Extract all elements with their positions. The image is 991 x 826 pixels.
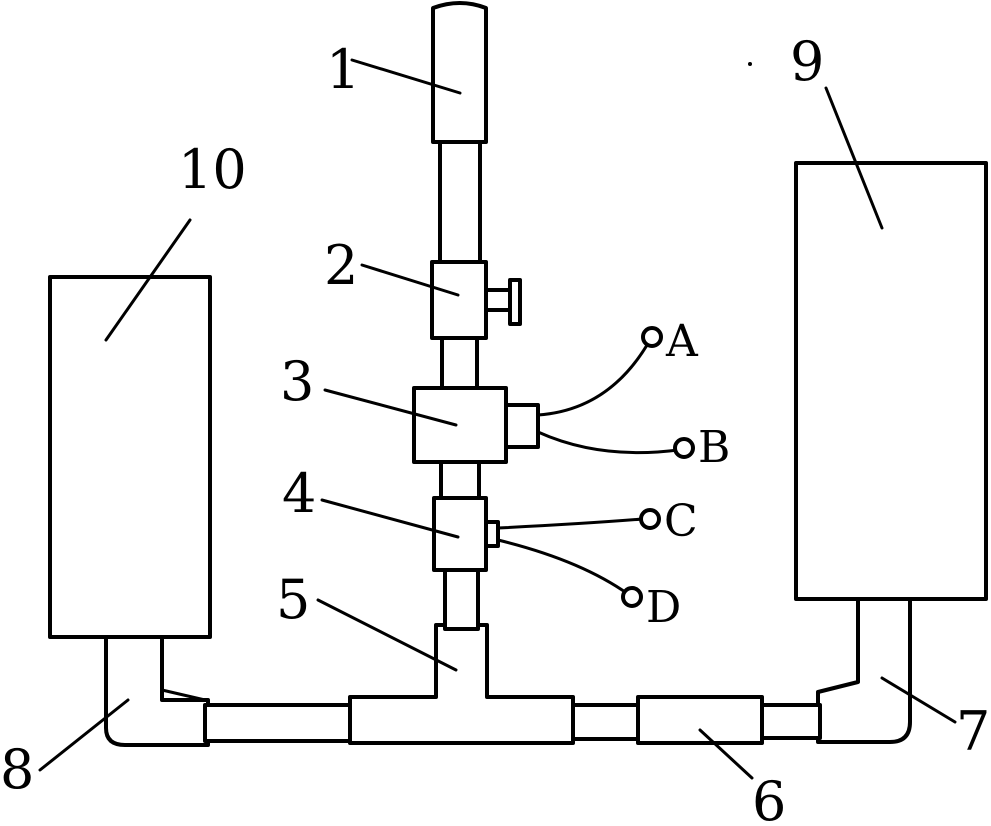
- terminal-c-dot: [639, 508, 661, 530]
- label-8: 8: [0, 738, 34, 801]
- wire-d: [496, 538, 630, 596]
- terminal-b-label: B: [698, 422, 730, 473]
- leader-6: [698, 728, 754, 780]
- label-7: 7: [956, 700, 990, 763]
- elbow-8: [104, 635, 210, 747]
- valve-stem: [484, 288, 512, 312]
- wire-b: [536, 430, 680, 455]
- valve-2: [430, 260, 488, 340]
- wire-a: [536, 338, 652, 417]
- leader-2: [360, 263, 460, 297]
- pipe-vertical-4: [439, 458, 481, 502]
- tank-10: [48, 275, 212, 639]
- leader-8: [38, 698, 130, 772]
- pipe-vertical-5: [443, 567, 480, 631]
- tank-9: [794, 161, 988, 601]
- pipe-vertical-3: [440, 336, 479, 392]
- terminal-b-dot: [673, 437, 695, 459]
- label-4: 4: [282, 462, 316, 525]
- pipe-bottom-left: [203, 703, 355, 743]
- tee-joint-5: [348, 623, 575, 745]
- sensor-4-connector: [484, 520, 500, 548]
- label-9: 9: [790, 30, 824, 93]
- leader-5: [316, 598, 458, 672]
- sensor-3-connector: [504, 403, 540, 449]
- leader-10: [104, 218, 192, 342]
- stray-dot: [748, 62, 752, 66]
- coupling-6: [636, 695, 764, 745]
- terminal-c-label: C: [664, 496, 698, 547]
- terminal-a-label: A: [665, 316, 699, 367]
- sensor-3: [412, 386, 508, 464]
- label-3: 3: [280, 350, 314, 413]
- leader-1: [350, 58, 462, 95]
- terminal-d-dot: [621, 586, 643, 608]
- pipe-bottom-mid: [568, 703, 642, 741]
- terminal-a-dot: [641, 326, 663, 348]
- label-5: 5: [276, 568, 310, 631]
- elbow-7: [816, 597, 912, 744]
- pipe-bottom-right: [758, 703, 822, 740]
- label-2: 2: [324, 234, 358, 297]
- leader-4: [320, 498, 460, 539]
- label-6: 6: [752, 770, 786, 826]
- label-1: 1: [326, 38, 360, 101]
- inlet-pipe-1: [431, 1, 488, 144]
- pipe-vertical-2: [438, 138, 482, 266]
- label-10: 10: [178, 138, 247, 201]
- elbow-8-seam: [160, 688, 207, 702]
- valve-handle: [508, 278, 522, 326]
- leader-9: [824, 86, 884, 230]
- leader-3: [323, 388, 458, 427]
- wire-c: [496, 517, 645, 530]
- leader-7: [880, 676, 957, 724]
- terminal-d-label: D: [646, 582, 681, 633]
